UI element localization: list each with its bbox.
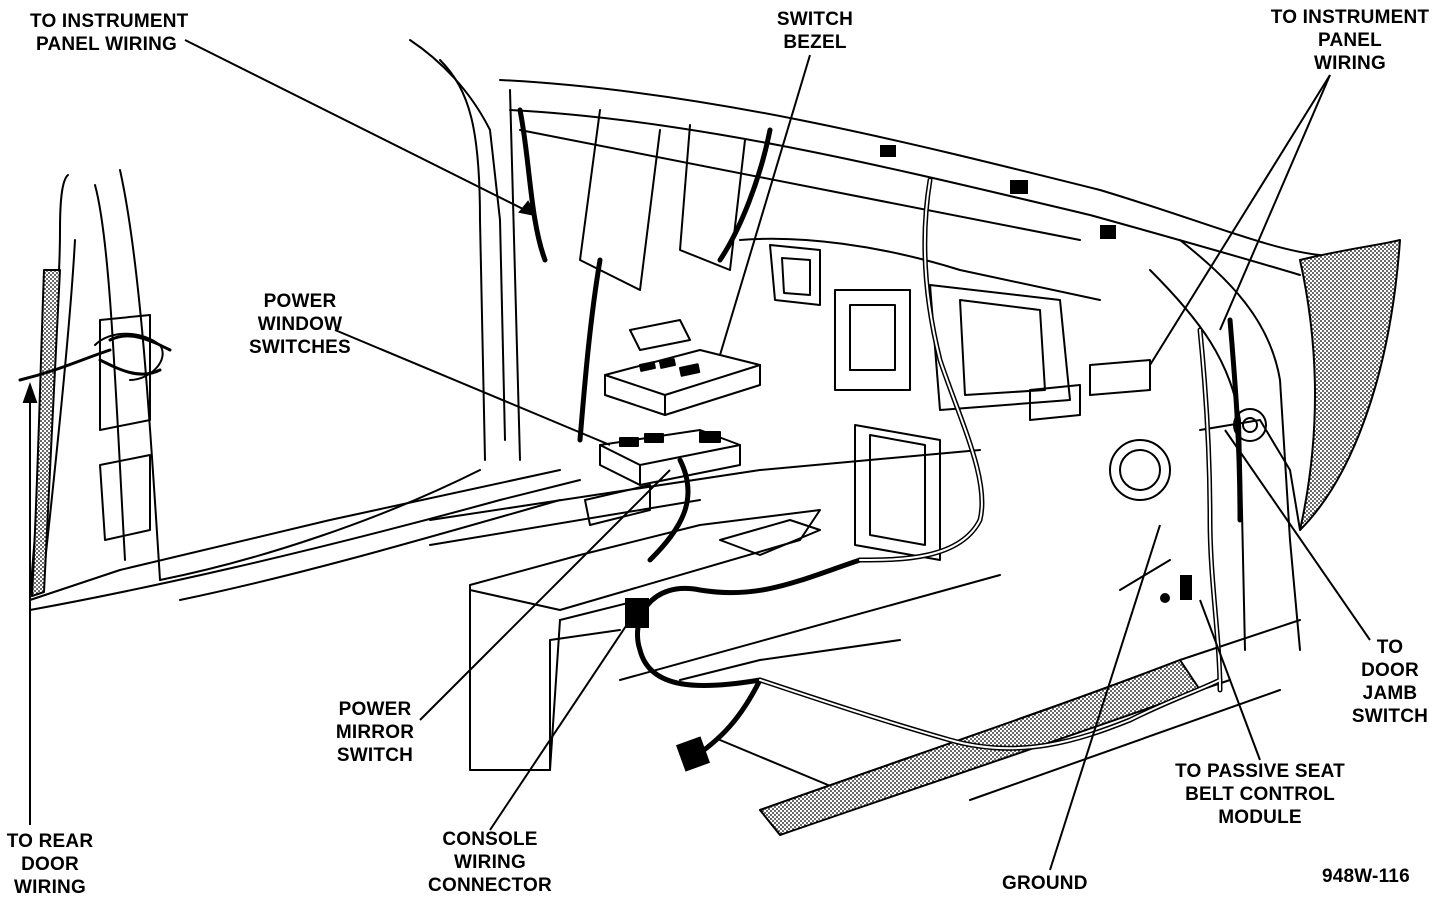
right-kick-panel (1109, 239, 1301, 651)
label-power-mirror-switch: POWER MIRROR SWITCH (325, 698, 425, 767)
label-line: MODULE (1218, 807, 1302, 828)
label-line: SWITCH (336, 745, 414, 766)
rear-door-seal (31, 269, 61, 597)
harness-inner (759, 179, 1221, 750)
label-line: POWER (338, 699, 412, 720)
label-line: SWITCHES (249, 337, 351, 358)
label-line: TO INSTRUMENT (30, 11, 189, 32)
label-line: BEZEL (783, 32, 847, 53)
leader-lines (22, 39, 1371, 871)
label-ground: GROUND (1002, 873, 1088, 894)
label-line: TO (1376, 637, 1404, 658)
under-dash-modules (739, 237, 1151, 421)
harness-connectors (625, 145, 1192, 772)
right-kick-panel-seal (1299, 239, 1401, 531)
label-line: CONNECTOR (428, 875, 552, 896)
label-line: MIRROR (335, 722, 415, 743)
label-instrument-panel-wiring-left: TO INSTRUMENT PANEL WIRING (30, 10, 188, 56)
label-passive-seat-belt-module: TO PASSIVE SEAT BELT CONTROL MODULE (1165, 760, 1355, 829)
label-power-window-switches: POWER WINDOW SWITCHES (245, 290, 355, 359)
label-line: PANEL (1318, 30, 1382, 51)
dashboard-top (499, 79, 1321, 291)
label-line: WIRING (14, 877, 86, 898)
switch-bezel (604, 319, 761, 416)
label-line: SWITCH (1351, 706, 1429, 727)
label-line: TO REAR (6, 831, 94, 852)
label-line: POWER (263, 291, 337, 312)
label-line: DOOR (21, 854, 79, 875)
wiring-harness (517, 107, 1243, 763)
label-line: TO INSTRUMENT (1270, 7, 1430, 28)
label-line: CONSOLE (442, 829, 538, 850)
label-instrument-panel-wiring-right: TO INSTRUMENT PANEL WIRING (1260, 6, 1440, 75)
door-opening (29, 39, 581, 611)
label-line: PANEL WIRING (36, 34, 178, 55)
center-console (469, 424, 941, 771)
figure-id: 948W-116 (1322, 866, 1410, 887)
label-switch-bezel: SWITCH BEZEL (770, 8, 860, 54)
label-line: DOOR (1361, 660, 1419, 681)
label-line: WIRING (454, 852, 526, 873)
label-line: BELT CONTROL (1185, 784, 1335, 805)
label-rear-door-wiring: TO REAR DOOR WIRING (0, 830, 100, 899)
label-console-wiring-connector: CONSOLE WIRING CONNECTOR (415, 828, 565, 897)
label-line: SWITCH (776, 9, 854, 30)
label-line: TO PASSIVE SEAT (1175, 761, 1345, 782)
label-line: JAMB (1362, 683, 1418, 704)
rear-door-connector (18, 334, 172, 382)
label-line: WIRING (1314, 53, 1386, 74)
label-door-jamb-switch: TO DOOR JAMB SWITCH (1340, 636, 1440, 728)
label-line: WINDOW (257, 314, 343, 335)
